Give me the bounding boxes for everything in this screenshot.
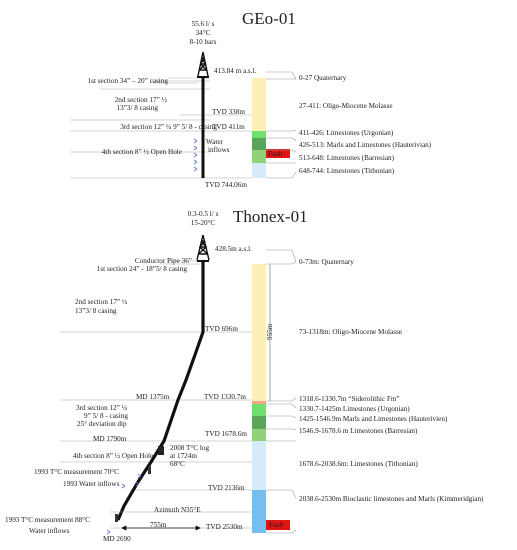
thonex-md-1375: MD 1375m xyxy=(136,393,170,401)
thonex-casing-4: 4th section 8” ½ Open Hole xyxy=(73,452,154,460)
geo-layer-5: 648-744: Limestones (Tithonian) xyxy=(299,167,395,175)
thonex-water-1993: 1993 Water inflows xyxy=(63,480,120,488)
thonex-tvd-2136: TVD 2136m xyxy=(208,484,245,492)
geo-casing-4: 4th section 8” ½ Open Hole xyxy=(101,148,182,156)
geo-water-inflows-2: inflows xyxy=(208,146,230,154)
geo-asl: 413.84 m a.s.l. xyxy=(214,67,257,75)
geo-casing-1: 1st section 34” – 20” casing xyxy=(87,77,168,85)
thonex-layer-r2 xyxy=(252,401,266,404)
thonex-layer-4: 1425-1546.9m Marls and Limestones (Haute… xyxy=(299,415,448,423)
thonex-fault-label: Fault xyxy=(269,521,284,529)
thonex-tvd-696: TVD 696m xyxy=(205,325,238,333)
thonex-meas-1993-70: 1993 T°C measurement 70°C xyxy=(34,468,119,476)
thonex-tvd-1678: TVD 1678.6m xyxy=(205,430,247,438)
thonex-layer-3: 1330.7-1425m Limestones (Urgonian) xyxy=(299,405,410,413)
thonex-log-2008a: 2008 T°C log xyxy=(170,444,210,452)
thonex-log-2008c: 68°C xyxy=(170,460,185,468)
thonex-log-2008b: at 1724m xyxy=(170,452,197,460)
thonex-flow-rate: 0.3-0.5 l/ s xyxy=(187,210,219,218)
log-tool-icon xyxy=(158,446,164,455)
thonex-thickness: 955m xyxy=(266,323,274,340)
thonex-tvd-2530: TVD 2530m xyxy=(206,523,243,531)
thonex-layer-leaders xyxy=(266,249,297,534)
geo-tvd-total: TVD 744.06m xyxy=(205,181,247,189)
thonex-azimuth: Azimuth N35°E xyxy=(154,506,201,514)
thonex-md-2690: MD 2690 xyxy=(103,535,131,543)
geo-casing-3: 3rd section 12” ¼ 9” 5/ 8 - casing xyxy=(120,123,217,131)
thonex-tvd-1330: TVD 1330.7m xyxy=(204,393,246,401)
geo-fault-label: Fault xyxy=(268,150,283,158)
distance-arrow xyxy=(121,525,201,531)
geo-layer-1: 27-411: Oligo-Miocene Molasse xyxy=(299,102,393,110)
geo-layer-2: 411-426: Limestones (Urgonian) xyxy=(299,129,394,137)
geo-inflow-arrows xyxy=(193,138,198,172)
thonex-water-inflows: Water inflows xyxy=(29,527,70,535)
thonex-layer-2: 1318.6-1330.7m “Siderolithic Fm” xyxy=(299,395,400,403)
geo-layer-fault xyxy=(266,149,290,158)
thonex-layer-r7 xyxy=(252,490,266,533)
thonex-derrick-icon xyxy=(196,234,210,261)
thonex-layer-r6 xyxy=(252,441,266,490)
thonex-layer-6: 1678.6-2038.6m: Limestones (Tithonian) xyxy=(299,460,418,468)
geo-water-inflows-1: Water xyxy=(206,138,223,146)
thonex-distance: 755m xyxy=(150,521,167,529)
thonex-asl: 428.5m a.s.l. xyxy=(215,245,252,253)
thonex-casing-3b: 9” 5/ 8 - casing xyxy=(84,412,128,420)
geo-layer-r1 xyxy=(252,78,266,131)
thonex-casing-2b: 13”3/ 8 casing xyxy=(75,307,117,315)
geo-layer-r2 xyxy=(252,131,266,138)
thonex-layer-r5 xyxy=(252,429,266,441)
geo-casing-2b: 13”3/ 8 casing xyxy=(116,104,158,112)
geo-casing-2a: 2nd section 17” ½ xyxy=(114,96,167,104)
geo-tvd-338: TVD 338m xyxy=(212,108,245,116)
geo-layer-leaders xyxy=(266,71,297,179)
geo-layer-0: 0-27 Quaternary xyxy=(299,74,347,82)
thonex-layer-fault xyxy=(266,520,290,530)
thonex-title: Thonex-01 xyxy=(233,207,308,226)
thonex-layer-r1 xyxy=(252,264,266,401)
geo-flow-rate: 55.6 l/ s xyxy=(191,20,215,28)
thonex-flow-temp: 15-20°C xyxy=(190,219,216,227)
thonex-strat-column xyxy=(252,264,290,533)
thonex-conductor: Conductor Pipe 36” xyxy=(134,257,192,265)
thonex-inflow-arrows xyxy=(106,473,142,535)
thonex-casing-3c: 25° deviation dip xyxy=(77,420,127,428)
thonex-layer-r4 xyxy=(252,416,266,429)
geo-layer-r3 xyxy=(252,138,266,150)
thonex-casing-1: 1st section 24” - 18”5/ 8 casing xyxy=(96,265,187,273)
thonex-casing-3a: 3rd section 12” ¼ xyxy=(76,404,128,412)
geo-layer-3: 426-513: Marls and Limestones (Hauterivi… xyxy=(299,141,432,149)
geo-strat-column xyxy=(252,78,290,178)
thonex-layer-7: 2038.6-2530m Bioclastic limestones and M… xyxy=(299,495,484,503)
geo-layer-r4 xyxy=(252,150,266,163)
geo-derrick-icon xyxy=(197,51,209,77)
thonex-layer-1: 73-1318m: Oligo-Miocene Molasse xyxy=(299,328,403,336)
thonex-wellbore xyxy=(116,262,205,521)
geo-flow-pressure: 8-10 bars xyxy=(189,38,217,46)
thonex-meas-1993-88: 1993 T°C measurement 88°C xyxy=(5,516,90,524)
thonex-casing-2a: 2nd section 17” ½ xyxy=(75,298,128,306)
thonex-layer-5: 1546.9-1678.6 m Limestones (Barresian) xyxy=(299,427,418,435)
geo-flow-temp: 34°C xyxy=(195,29,211,37)
geo-tvd-411: TVD 411m xyxy=(212,123,245,131)
geo-title: GEo-01 xyxy=(242,9,296,28)
geo-layer-r5 xyxy=(252,163,266,178)
thonex-layer-r3 xyxy=(252,404,266,416)
thonex-layer-0: 0-73m: Quaternary xyxy=(299,258,354,266)
thonex-md-1790: MD 1790m xyxy=(93,435,127,443)
geo-layer-4: 513-648: Limestones (Barresian) xyxy=(299,154,395,162)
thermometer-icon xyxy=(115,466,151,522)
